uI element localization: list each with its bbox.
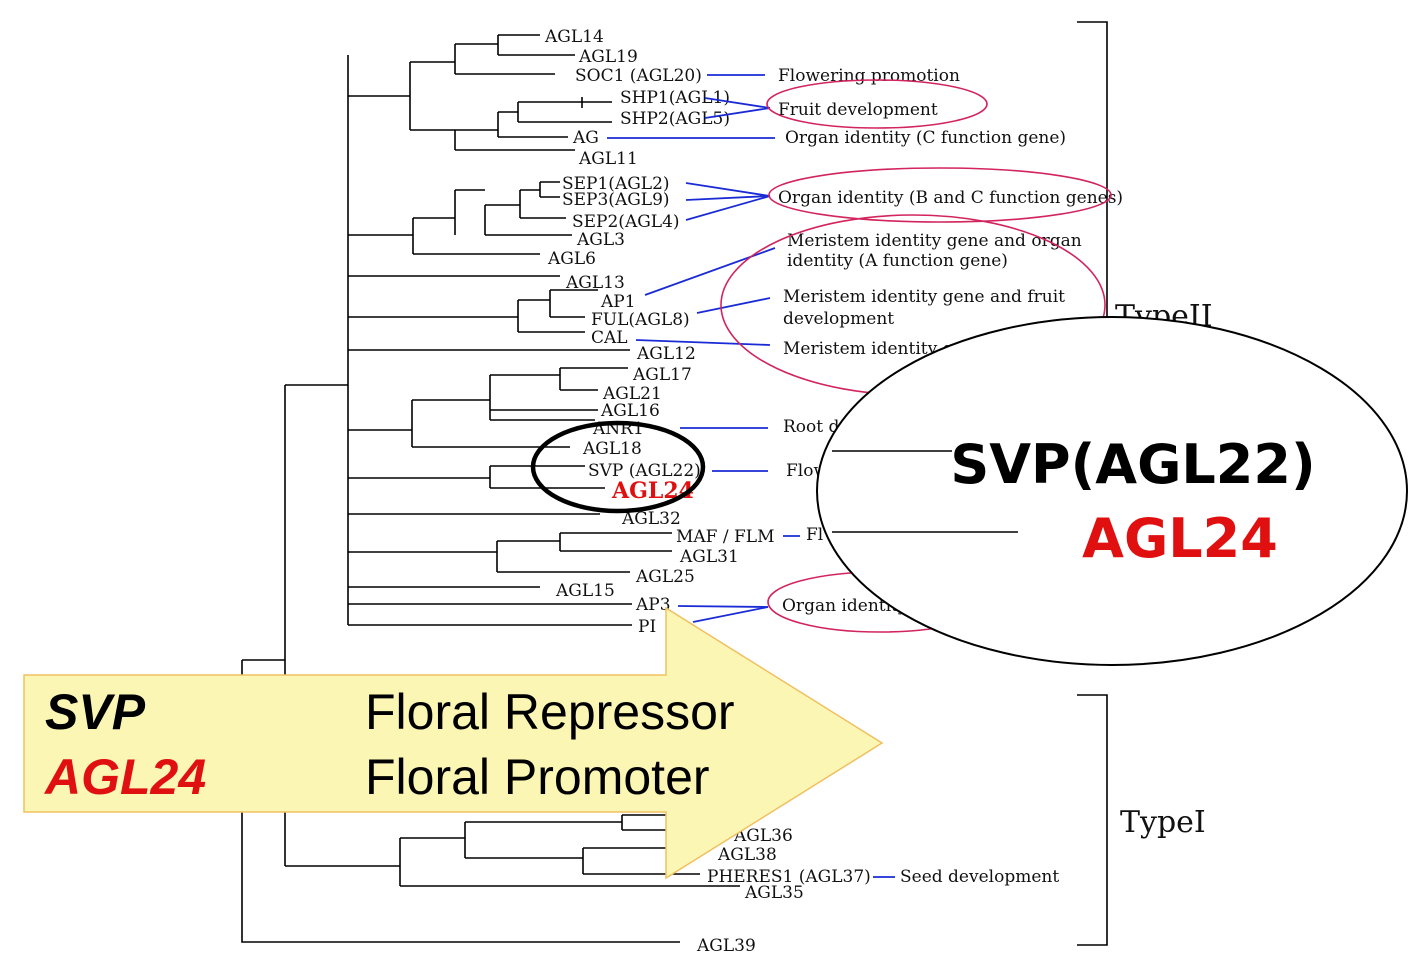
label-agl18: AGL18 <box>582 439 642 459</box>
arrow-svp-name: SVP <box>45 684 146 740</box>
arrow-agl24-role: Floral Promoter <box>365 749 710 805</box>
label-shp2: SHP2(AGL5) <box>620 109 730 129</box>
label-pheres1: PHERES1 (AGL37) <box>707 867 871 887</box>
label-agl15: AGL15 <box>555 581 615 601</box>
label-agl38: AGL38 <box>717 845 777 865</box>
fn-organ-identity-c: Organ identity (C function gene) <box>785 128 1066 148</box>
label-ap3: AP3 <box>635 595 671 615</box>
label-agl35: AGL35 <box>744 883 804 903</box>
label-agl25: AGL25 <box>635 567 695 587</box>
fn-organ-identity-bc: Organ identity (B and C function genes) <box>778 188 1123 208</box>
label-agl14: AGL14 <box>544 27 604 47</box>
fn-meristem-fruit-line2: development <box>783 309 894 329</box>
label-agl36: AGL36 <box>733 826 793 846</box>
label-svp: SVP (AGL22) <box>588 461 701 481</box>
label-pi: PI <box>638 617 656 637</box>
fn-meristem-fruit-line1: Meristem identity gene and fruit <box>783 287 1065 307</box>
ellipse-svp-agl24 <box>530 420 706 514</box>
summary-arrow: SVP Floral Repressor AGL24 Floral Promot… <box>23 606 884 880</box>
label-agl13: AGL13 <box>565 273 625 293</box>
zoom-ellipse <box>816 316 1408 666</box>
zoom-callout: SVP(AGL22) AGL24 <box>816 316 1408 666</box>
label-shp1: SHP1(AGL1) <box>620 88 730 108</box>
label-agl21: AGL21 <box>602 384 662 404</box>
label-sep2: SEP2(AGL4) <box>572 212 680 232</box>
label-ap1: AP1 <box>600 292 636 312</box>
function-annotations: Flowering promotion Fruit development Or… <box>778 66 1123 887</box>
fn-fruit-development: Fruit development <box>778 100 938 120</box>
fn-organ-identity-ap3: Organ identity <box>782 596 908 616</box>
ellipse-fruit-development <box>766 79 988 129</box>
zoom-svp-label: SVP(AGL22) <box>950 433 1315 496</box>
arrow-agl24-name: AGL24 <box>43 749 206 805</box>
fn-maf-flowering: Fl <box>806 525 823 545</box>
fn-meristem-cal: Meristem identity ge <box>783 339 964 359</box>
label-ful: FUL(AGL8) <box>591 310 690 330</box>
label-agl12: AGL12 <box>636 344 696 364</box>
label-cal: CAL <box>591 328 628 348</box>
zoom-agl24-label: AGL24 <box>1082 507 1278 570</box>
label-agl19: AGL19 <box>578 47 638 67</box>
ellipse-organ-identity-bc <box>768 167 1112 223</box>
tree-branches <box>241 34 740 943</box>
label-agl3: AGL3 <box>576 230 625 250</box>
type-i-label: TypeI <box>1120 805 1206 840</box>
label-sep1: SEP1(AGL2) <box>562 174 670 194</box>
fn-meristem-a-line1: Meristem identity gene and organ <box>787 231 1082 251</box>
label-ag: AG <box>572 128 599 148</box>
label-agl32: AGL32 <box>621 509 681 529</box>
fn-seed-development: Seed development <box>900 867 1059 887</box>
label-agl39: AGL39 <box>696 936 756 956</box>
label-agl11: AGL11 <box>578 149 638 169</box>
label-sep3: SEP3(AGL9) <box>562 190 670 210</box>
label-agl6: AGL6 <box>547 249 596 269</box>
label-soc1: SOC1 (AGL20) <box>575 66 702 86</box>
label-agl31: AGL31 <box>679 547 739 567</box>
fn-meristem-a-line2: identity (A function gene) <box>787 251 1008 271</box>
label-agl24: AGL24 <box>611 478 694 504</box>
label-agl16: AGL16 <box>600 401 660 421</box>
fn-root-development: Root d <box>783 417 840 437</box>
label-maf-flm: MAF / FLM <box>676 527 775 547</box>
arrow-shape <box>23 606 884 880</box>
label-agl17: AGL17 <box>632 365 692 385</box>
arrow-svp-role: Floral Repressor <box>365 684 735 740</box>
